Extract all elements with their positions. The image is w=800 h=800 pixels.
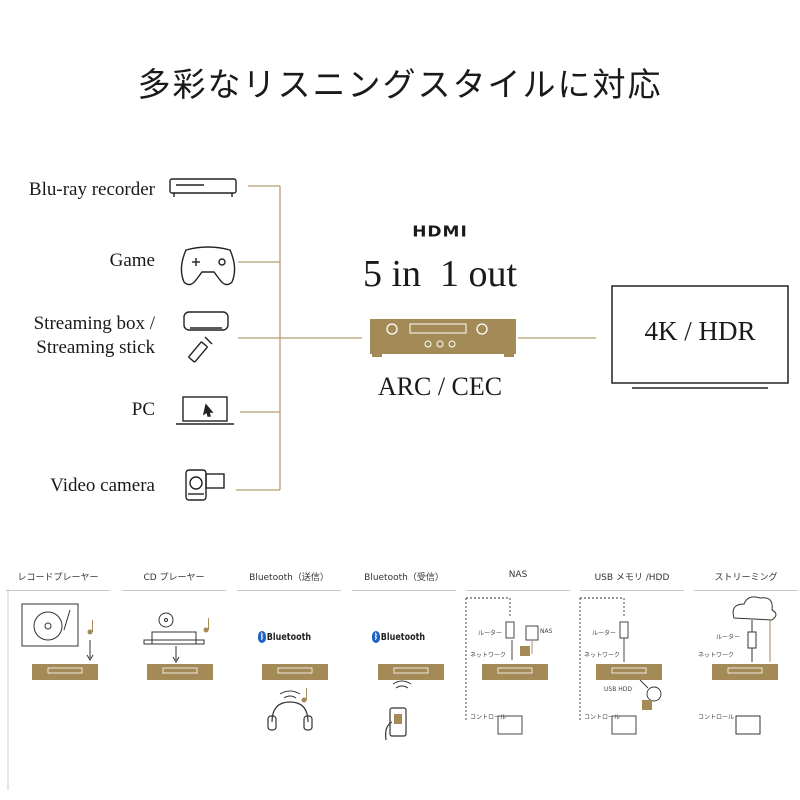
source-label-streaming-2: Streaming stick [36, 337, 155, 358]
nas-network-label: ネットワーク [470, 652, 507, 659]
bluetooth-icon: ᛒ [258, 631, 266, 643]
tv-display-icon [611, 285, 789, 389]
source-label-streaming-1: Streaming box / [33, 313, 155, 334]
page-title: 多彩なリスニングスタイルに対応 [137, 65, 663, 104]
game-controller-icon [180, 246, 236, 286]
bluetooth-icon: ᛒ [372, 631, 380, 643]
usb-network-label: ネットワーク [584, 652, 621, 659]
source-label-video-camera: Video camera [50, 475, 155, 496]
nas-nas-label: NAS [540, 628, 553, 635]
panel-title-streaming: ストリーミング [694, 570, 798, 591]
streaming-router-label: ルーター [716, 634, 741, 641]
usb-hdd-icon [642, 700, 652, 710]
panel-title-bluetooth-send: Bluetooth（送信） [237, 570, 341, 591]
display-label: 4K / HDR [644, 316, 756, 346]
cd-player-icon [143, 612, 205, 663]
nas-control-label: コントロール [470, 714, 507, 721]
source-label-pc: PC [131, 399, 155, 420]
blu-ray-recorder-icon [169, 178, 237, 197]
hdmi-io-count: 5 in 1 out [362, 253, 518, 295]
nas-diagram [465, 597, 539, 735]
hdmi-logo: HDMI [412, 223, 468, 241]
source-label-blu-ray: Blu-ray recorder [28, 179, 155, 200]
record-player-icon [21, 603, 94, 661]
source-label-game: Game [109, 250, 155, 271]
arc-cec-label: ARC / CEC [377, 372, 503, 401]
usb-router-label: ルーター [592, 630, 617, 637]
panel-title-cd-player: CD プレーヤー [122, 570, 226, 591]
laptop-icon [176, 396, 234, 425]
nas-router-label: ルーター [478, 630, 503, 637]
streaming-network-label: ネットワーク [698, 652, 735, 659]
nas-icon [520, 646, 530, 656]
av-receiver-icon [370, 319, 516, 357]
cloud-icon [732, 596, 777, 735]
usb-control-label: コントロール [584, 714, 621, 721]
connection-lines [236, 185, 596, 491]
streaming-device-icon [183, 311, 229, 363]
video-camera-icon [185, 469, 225, 501]
smartphone-icon [385, 680, 412, 741]
panel-title-usb: USB メモリ /HDD [580, 570, 684, 591]
usb-hdd-diagram [579, 597, 662, 735]
panel-title-record-player: レコードプレーヤー [6, 570, 110, 591]
streaming-control-label: コントロール [698, 714, 735, 721]
headphones-icon [267, 690, 313, 731]
panel-title-bluetooth-receive: Bluetooth（受信） [352, 570, 456, 591]
usb-hdd-label: USB HDD [604, 686, 632, 693]
panel-receivers [32, 664, 778, 680]
panel-title-nas: NAS [466, 570, 570, 591]
music-note-icon [87, 620, 93, 635]
